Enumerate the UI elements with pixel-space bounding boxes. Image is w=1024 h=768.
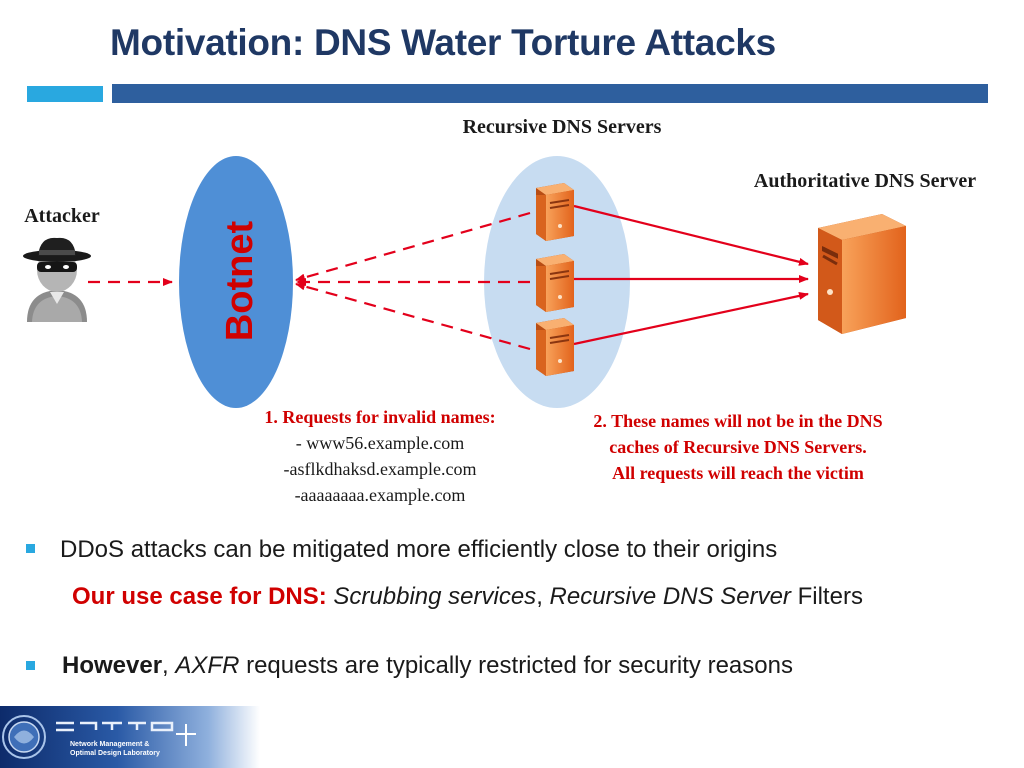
- arrow-server3-to-botnet: [295, 282, 531, 351]
- bullet-marker: [26, 544, 35, 553]
- note1-example-1: - www56.example.com: [296, 433, 464, 453]
- attacker-icon: [23, 237, 91, 322]
- comma-separator: ,: [536, 583, 543, 610]
- attacker-label: Attacker: [24, 205, 100, 227]
- note2-line-3: All requests will reach the victim: [612, 463, 864, 483]
- recursive-dns-server-text: Recursive DNS Server: [549, 583, 791, 610]
- netmode-logo: Network Management & Optimal Design Labo…: [2, 715, 196, 759]
- arrow-server1-to-botnet: [295, 211, 531, 282]
- however-text: However: [62, 652, 163, 679]
- comma-separator: ,: [162, 652, 169, 679]
- cache-miss-note: 2. These names will not be in the DNS ca…: [593, 411, 882, 483]
- botnet-ellipse: [179, 156, 293, 408]
- axfr-rest-text: requests are typically restricted for se…: [246, 652, 793, 679]
- note1-example-2: -asflkdhaksd.example.com: [284, 459, 477, 479]
- scrubbing-services-text: Scrubbing services: [333, 583, 537, 610]
- invalid-names-note: 1. Requests for invalid names: - www56.e…: [264, 407, 495, 505]
- arrow-server1-to-authoritative: [573, 204, 809, 266]
- bullet-marker: [26, 661, 35, 670]
- recursive-servers-label: Recursive DNS Servers: [463, 116, 662, 138]
- logo-text-line-2: Optimal Design Laboratory: [70, 750, 160, 757]
- recursive-server-3-icon: [536, 318, 574, 376]
- bullet-text-ddos: DDoS attacks can be mitigated more effic…: [60, 536, 778, 563]
- arrow-server3-to-authoritative: [573, 291, 809, 346]
- note1-heading: 1. Requests for invalid names:: [264, 407, 495, 427]
- note2-line-1: 2. These names will not be in the DNS: [593, 411, 882, 431]
- use-case-label: Our use case for DNS:: [72, 583, 327, 610]
- note1-example-3: -aaaaaaaa.example.com: [295, 485, 466, 505]
- footer-logo-banner: Network Management & Optimal Design Labo…: [0, 706, 260, 768]
- botnet-label: Botnet: [219, 221, 261, 342]
- recursive-server-1-icon: [536, 183, 574, 241]
- bullet-text-axfr: However, AXFR requests are typically res…: [62, 652, 793, 680]
- bullet-subline-use-case: Our use case for DNS: Scrubbing services…: [72, 583, 863, 611]
- axfr-text: AXFR: [175, 652, 240, 679]
- logo-text-line-1: Network Management &: [70, 741, 149, 748]
- filters-text: Filters: [797, 583, 863, 610]
- note2-line-2: caches of Recursive DNS Servers.: [609, 437, 866, 457]
- title-accent-bar: [27, 86, 103, 102]
- title-divider-bar: [112, 84, 988, 103]
- authoritative-server-label: Authoritative DNS Server: [754, 170, 976, 192]
- recursive-server-2-icon: [536, 254, 574, 312]
- authoritative-server-icon: [818, 214, 906, 334]
- attack-diagram: Botnet: [23, 116, 976, 505]
- slide-title: Motivation: DNS Water Torture Attacks: [110, 22, 776, 63]
